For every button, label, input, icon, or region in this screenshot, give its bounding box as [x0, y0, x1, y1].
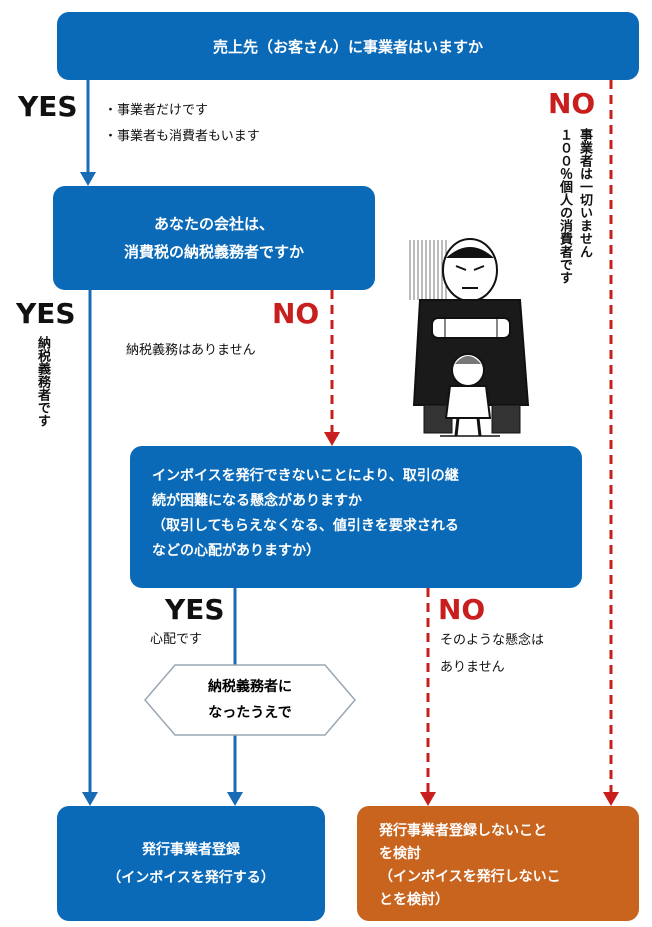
question-customer-is-business: 売上先（お客さん）に事業者はいますか — [57, 12, 639, 80]
q1-yes-label: YES — [18, 90, 78, 123]
arrow-condition-to-register — [227, 735, 243, 806]
question-transaction-concern-line-1: インボイスを発行できないことにより、取引の継 — [152, 468, 459, 484]
result-register-issuer: 発行事業者登録 （インボイスを発行する） — [57, 806, 325, 921]
q3-yes-note: 心配です — [150, 632, 203, 647]
result-consider-line-2: を検討 — [379, 846, 421, 862]
question-tax-obligation-line-1: あなたの会社は、 — [153, 215, 274, 233]
arrow-q2-yes-to-register — [82, 290, 98, 806]
condition-hexagon — [144, 664, 356, 736]
q3-no-note-2: ありません — [440, 660, 505, 675]
q1-no-note-1: 事業者は一切いません — [577, 128, 592, 258]
question-customer-is-business-text: 売上先（お客さん）に事業者はいますか — [212, 37, 483, 56]
question-transaction-concern-line-2: 続が困難になる懸念がありますか — [152, 493, 362, 509]
arrow-q1-to-q2 — [80, 80, 96, 186]
result-register-line-1: 発行事業者登録 — [142, 841, 240, 858]
arrow-q3-no-to-consider — [420, 588, 436, 806]
q3-no-label: NO — [438, 593, 486, 626]
q2-yes-label: YES — [16, 297, 76, 330]
result-consider-line-1: 発行事業者登録しないこと — [379, 823, 547, 839]
result-consider-line-4: とを検討） — [379, 892, 449, 908]
arrow-q2-no-to-q3 — [324, 290, 340, 446]
question-transaction-concern: インボイスを発行できないことにより、取引の継 続が困難になる懸念がありますか （… — [130, 446, 582, 588]
q2-no-note: 納税義務はありません — [126, 343, 256, 358]
guardian-illustration — [409, 238, 530, 437]
q2-no-label: NO — [272, 297, 320, 330]
q3-yes-label: YES — [165, 593, 225, 626]
q1-no-label: NO — [548, 87, 596, 120]
q2-yes-note: 納税義務者です — [35, 336, 50, 427]
q1-yes-note-1: ・事業者だけです — [104, 103, 209, 118]
question-transaction-concern-line-3: （取引してもらえなくなる、値引きを要求される — [152, 518, 459, 534]
result-consider-line-3: （インボイスを発行しないこ — [379, 869, 561, 885]
condition-text: 納税義務者に なったうえで — [160, 668, 340, 732]
condition-line-2: なったうえで — [208, 705, 292, 721]
question-transaction-concern-line-4: などの心配がありますか） — [152, 543, 320, 559]
question-tax-obligation-line-2: 消費税の納税義務者ですか — [123, 243, 304, 261]
arrow-q1-no-to-consider — [603, 80, 619, 806]
q1-yes-note-2: ・事業者も消費者もいます — [104, 129, 260, 144]
result-consider-not-registering: 発行事業者登録しないこと を検討 （インボイスを発行しないこ とを検討） — [357, 806, 639, 921]
result-register-line-2: （インボイスを発行する） — [107, 869, 275, 886]
q1-no-note-2: １００％個人の消費者です — [557, 128, 572, 284]
question-tax-obligation: あなたの会社は、 消費税の納税義務者ですか — [53, 186, 375, 290]
q3-no-note-1: そのような懸念は — [440, 633, 545, 648]
condition-line-1: 納税義務者に — [208, 679, 292, 695]
